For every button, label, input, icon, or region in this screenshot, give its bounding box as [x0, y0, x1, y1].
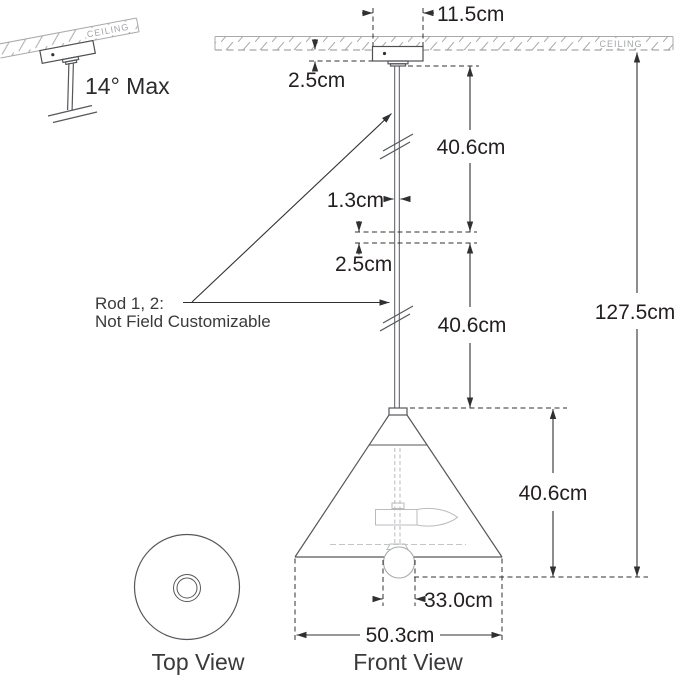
mini-ceiling-top-edge — [0, 17, 137, 45]
dimension-rod2-length: 40.6cm — [438, 243, 507, 408]
dimension-shade-width: 50.3cm — [296, 624, 502, 647]
max-angle-label: 14° Max — [85, 73, 170, 99]
canopy-width-label: 11.5cm — [437, 3, 504, 26]
rod-note-line1: Rod 1, 2: — [95, 294, 164, 313]
shade-right-side — [406, 414, 503, 558]
bulb-globe — [382, 546, 416, 579]
sloped-ceiling-detail: CEILING 14° Max — [0, 17, 170, 124]
front-view-caption: Front View — [353, 649, 463, 675]
mini-rod — [67, 62, 74, 111]
shade-height-label: 40.6cm — [519, 482, 588, 505]
mini-ceiling-end-edge — [135, 17, 140, 32]
bulb-reference-label: 33.0cm — [424, 589, 493, 612]
canopy-neck-lower — [389, 63, 407, 67]
top-view-outer-circle — [133, 533, 241, 641]
rod2-length-label: 40.6cm — [438, 314, 507, 337]
rod-note-line2: Not Field Customizable — [95, 312, 271, 331]
dimension-canopy-height: 2.5cm — [288, 39, 345, 92]
overall-height-label: 127.5cm — [595, 301, 676, 324]
ceiling-label-backing — [599, 38, 644, 48]
bulb-side-profile — [416, 507, 459, 527]
dimension-bulb-reference: 33.0cm — [372, 589, 493, 612]
rod1-length-label: 40.6cm — [437, 136, 506, 159]
rod-note: Rod 1, 2: Not Field Customizable — [95, 113, 392, 331]
shade-left-side — [294, 414, 390, 558]
dimension-rod-diameter: 1.3cm — [327, 189, 411, 212]
extension-lines — [294, 8, 648, 641]
canopy-height-label: 2.5cm — [288, 69, 345, 92]
socket-collar-upper — [391, 502, 405, 509]
socket-body — [375, 509, 418, 526]
coupler-length-label: 2.5cm — [335, 253, 392, 276]
ceiling-hatch — [215, 36, 673, 50]
dimension-canopy-width: 11.5cm — [362, 3, 504, 26]
rod2-break-symbol — [379, 305, 414, 332]
dimension-rod1-length: 40.6cm — [437, 66, 506, 232]
rod-diameter-label: 1.3cm — [327, 189, 384, 212]
rod1-break-symbol — [379, 133, 414, 160]
shade-top-view — [133, 533, 241, 641]
mini-canopy-screw — [51, 53, 55, 57]
ceiling-label: CEILING — [599, 39, 642, 49]
rod-assembly — [379, 66, 414, 408]
ceiling-band: CEILING — [214, 36, 674, 51]
top-view-fitter-outer — [173, 574, 201, 602]
canopy-screw — [382, 51, 387, 56]
top-view-caption: Top View — [152, 649, 245, 675]
rod-note-leader-to-rod1 — [191, 113, 392, 303]
shade-front-view — [294, 407, 503, 579]
shade-neck — [388, 407, 408, 416]
mini-canopy-neck-lower — [64, 59, 78, 66]
canopy — [371, 45, 424, 67]
top-view-fitter-inner — [176, 577, 198, 599]
mini-rod-break-lines — [47, 104, 98, 124]
dimension-shade-height: 40.6cm — [519, 409, 588, 577]
shade-width-label: 50.3cm — [366, 624, 435, 647]
mini-ceiling-label-backing — [84, 20, 132, 41]
shade-interior-details — [330, 448, 466, 550]
dimension-overall-height: 127.5cm — [595, 52, 676, 577]
dimension-coupler: 2.5cm — [335, 221, 392, 276]
